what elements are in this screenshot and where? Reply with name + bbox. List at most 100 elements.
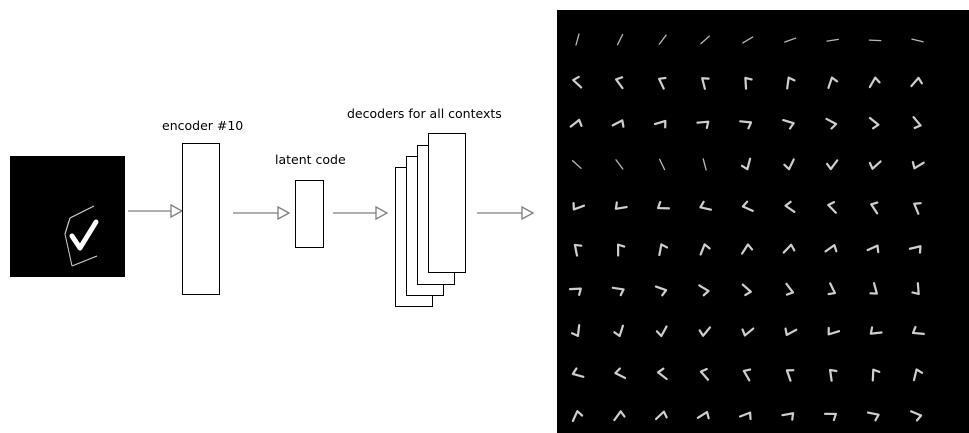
output-glyph	[656, 367, 668, 381]
output-glyph	[870, 201, 879, 215]
output-glyph	[572, 75, 583, 89]
encoder-box	[182, 143, 220, 295]
output-glyph-grid	[568, 33, 925, 423]
output-glyph	[700, 35, 711, 45]
output-glyph	[696, 410, 710, 420]
output-glyph	[740, 157, 752, 171]
arrowhead-latent-to-decoders	[375, 205, 389, 221]
output-glyph	[868, 160, 882, 170]
output-glyph	[571, 410, 584, 423]
output-glyph	[827, 282, 837, 296]
arrowhead-input-to-encoder	[170, 203, 184, 219]
output-glyph	[825, 159, 839, 171]
encoder-label: encoder #10	[162, 118, 244, 133]
output-glyph	[742, 36, 754, 44]
output-glyph	[911, 325, 925, 335]
output-glyph	[784, 37, 797, 43]
output-glyph	[616, 243, 626, 257]
output-glyph	[741, 200, 754, 212]
latent-code-box	[295, 180, 324, 248]
output-glyph	[785, 282, 795, 296]
output-glyph	[657, 76, 667, 90]
output-glyph	[699, 200, 713, 211]
output-glyph	[568, 287, 582, 296]
output-glyph	[784, 327, 798, 337]
input-image	[10, 156, 125, 277]
output-glyph	[699, 243, 711, 256]
output-glyph	[702, 158, 707, 171]
output-glyph	[823, 412, 837, 422]
output-glyph	[738, 411, 752, 421]
output-glyph	[868, 39, 882, 42]
latent-code-label: latent code	[275, 152, 346, 167]
checkmark-glyph-icon	[64, 205, 99, 267]
decoder-box-1	[428, 133, 466, 273]
output-glyph	[654, 410, 668, 421]
output-glyph	[740, 243, 754, 255]
output-glyph	[908, 245, 922, 254]
output-glyph	[699, 367, 710, 381]
output-glyph	[658, 158, 666, 171]
output-glyph	[655, 325, 668, 338]
frame-edge-bottom	[71, 255, 98, 267]
output-glyph	[616, 33, 624, 46]
output-glyph	[741, 327, 755, 337]
output-glyph	[739, 120, 753, 130]
output-glyph	[658, 34, 667, 45]
output-glyph	[571, 367, 585, 378]
output-glyph	[614, 76, 624, 90]
output-glyph	[868, 116, 880, 130]
arrowhead-decoders-to-output	[521, 205, 535, 221]
output-glyph	[698, 284, 710, 297]
output-glyph	[782, 243, 796, 254]
output-glyph	[570, 324, 581, 338]
output-glyph	[781, 412, 795, 421]
output-glyph	[741, 283, 752, 297]
output-glyph	[785, 369, 795, 382]
output-glyph	[654, 285, 668, 297]
output-glyph	[744, 76, 753, 90]
output-glyph	[786, 76, 796, 90]
output-glyph	[613, 324, 625, 338]
output-glyph	[871, 368, 881, 382]
output-glyph	[912, 116, 922, 130]
output-glyph	[575, 33, 580, 46]
output-glyph	[913, 202, 922, 215]
output-glyph	[571, 159, 582, 169]
output-glyph	[782, 118, 795, 130]
output-glyph	[868, 76, 881, 89]
output-glyph	[698, 326, 712, 337]
output-glyph	[573, 243, 583, 257]
output-glyph	[866, 411, 880, 422]
output-glyph	[912, 368, 924, 382]
checkmark-stroke	[69, 219, 99, 251]
output-glyph	[827, 201, 837, 214]
output-glyph	[827, 326, 841, 336]
output-glyph	[827, 76, 839, 89]
output-glyph	[911, 38, 924, 43]
output-glyph	[569, 118, 583, 128]
output-glyph	[826, 38, 839, 42]
output-glyph	[572, 201, 586, 211]
output-glyph	[613, 410, 626, 422]
arrowhead-encoder-to-latent	[277, 205, 291, 221]
output-glyph	[869, 282, 878, 295]
output-glyph	[825, 117, 838, 130]
output-glyph	[824, 244, 838, 253]
frame-edge-top	[69, 205, 95, 219]
output-glyph	[611, 286, 625, 297]
output-glyph	[653, 119, 667, 129]
decoders-label: decoders for all contexts	[347, 106, 502, 121]
output-glyph	[784, 200, 796, 213]
output-glyph	[828, 368, 838, 382]
output-glyph	[866, 244, 880, 254]
frame-edge-side	[64, 233, 73, 267]
output-glyph	[910, 76, 923, 88]
output-glyph	[911, 160, 925, 170]
output-glyph	[701, 77, 710, 90]
output-glyph	[656, 200, 670, 210]
output-glyph	[910, 410, 923, 422]
output-glyph	[614, 201, 628, 210]
output-glyph	[869, 326, 883, 335]
